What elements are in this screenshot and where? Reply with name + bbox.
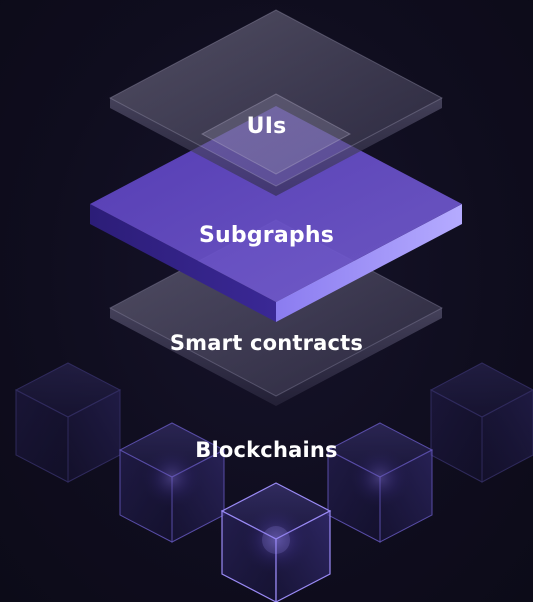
blockchain-cube-right [326, 422, 434, 543]
blockchain-cube-far-left [14, 362, 122, 483]
uis-label: UIs [246, 114, 287, 139]
blockchain-cube-left [118, 422, 226, 543]
subgraphs-layer [90, 106, 462, 322]
uis-layer [108, 9, 444, 196]
blockchain-cube-center [220, 482, 332, 602]
blockchains-label: Blockchains [195, 438, 338, 462]
blockchain-cube-far-right [429, 362, 533, 483]
subgraphs-label: Subgraphs [198, 223, 334, 248]
smart-contracts-label: Smart contracts [169, 331, 364, 355]
